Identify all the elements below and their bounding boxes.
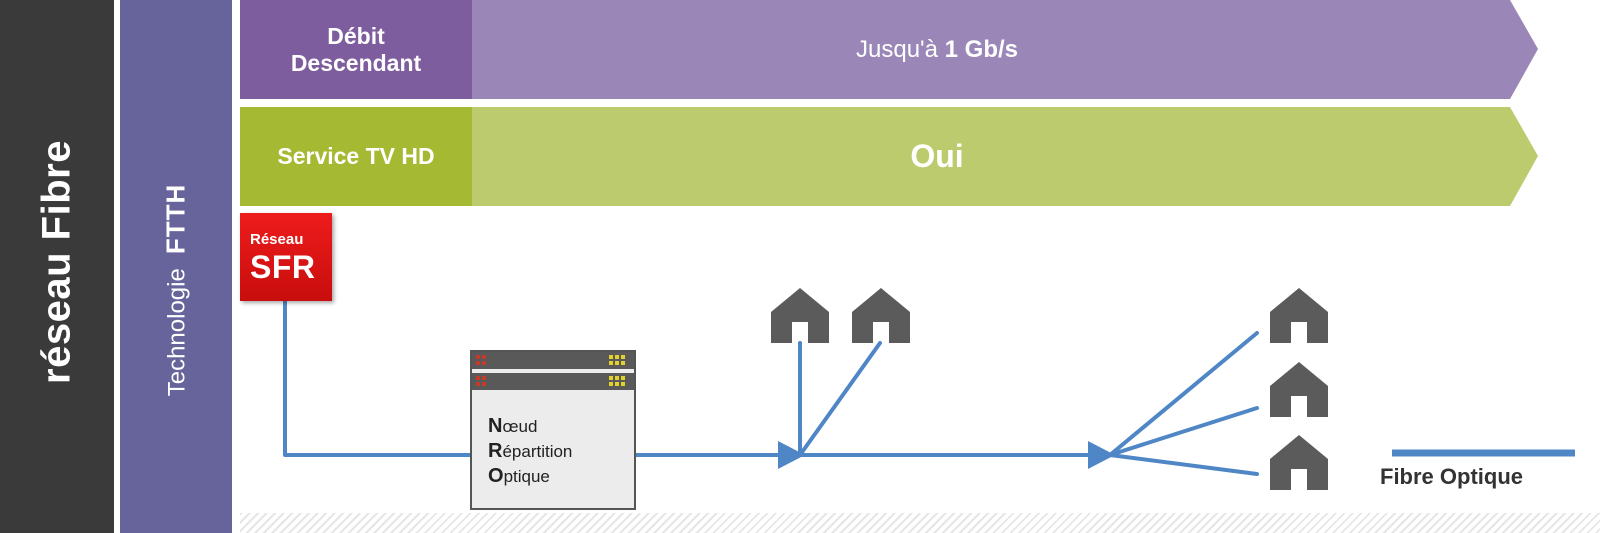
tv-value: Oui — [910, 138, 964, 174]
legend-label: Fibre Optique — [1380, 464, 1523, 489]
network-title-band: réseau Fibre — [0, 0, 114, 533]
nro-rest-3: ptique — [503, 467, 550, 486]
nro-box: Nœud Répartition Optique — [470, 350, 636, 510]
nro-rest-2: épartition — [502, 442, 573, 461]
house-icon-4 — [1270, 362, 1328, 417]
nro-initial-1: N — [488, 415, 503, 437]
house-icon-2 — [852, 288, 910, 343]
speed-value-prefix: Jusqu'à — [856, 35, 945, 63]
nro-initial-2: R — [488, 440, 503, 462]
rack-led-icons-2 — [476, 376, 625, 386]
tv-value-arrow — [472, 107, 1538, 206]
house-icon-3 — [1270, 288, 1328, 343]
fiber-line-to-house5 — [1108, 453, 1259, 476]
nro-line-2: Répartition — [488, 440, 572, 463]
fiber-line-to-house3 — [1108, 331, 1259, 457]
speed-label-line1: Débit — [327, 22, 385, 49]
ground-hatch — [240, 513, 1600, 533]
house-icon-1 — [771, 288, 829, 343]
nro-line-3: Optique — [488, 465, 550, 488]
rack-led-icons-1 — [476, 355, 625, 365]
house-icon-5 — [1270, 435, 1328, 490]
nro-rest-1: œud — [502, 417, 538, 436]
fiber-line-to-house4 — [1108, 406, 1259, 457]
speed-value-arrow — [472, 0, 1538, 99]
sfr-badge-line2: SFR — [250, 249, 316, 285]
speed-label-line2: Descendant — [290, 49, 422, 76]
speed-value-strong: 1 Gb/s — [944, 35, 1018, 63]
nro-rack-strip-2 — [472, 373, 634, 390]
splitter-arrow-1 — [778, 441, 805, 469]
sfr-network-badge: Réseau SFR — [240, 213, 332, 301]
fiber-line-sfr-to-nro — [283, 298, 472, 457]
technology-band: TechnologieFTTH — [120, 0, 232, 533]
tv-label: Service TV HD — [240, 107, 472, 206]
sfr-badge-line1: Réseau — [250, 231, 304, 248]
nro-initial-3: O — [488, 465, 504, 487]
nro-rack-strip-1 — [472, 352, 634, 369]
splitter-arrow-2 — [1088, 441, 1115, 469]
nro-line-1: Nœud — [488, 415, 537, 438]
fiber-line-to-house2 — [798, 341, 882, 457]
speed-value: Jusqu'à 1 Gb/s — [472, 0, 1552, 99]
